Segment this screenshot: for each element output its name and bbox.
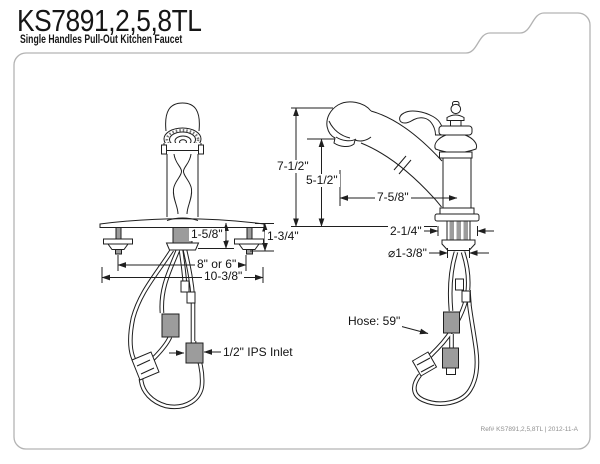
mounting-stud-right (234, 227, 264, 255)
dim-spout-height: 5-1/2" (304, 173, 340, 187)
body-column (442, 158, 472, 208)
dim-hole-spacing: 8" or 6" (195, 257, 239, 271)
hose-clip (180, 280, 190, 293)
page-title: KS7891,2,5,8TL (17, 3, 202, 38)
base-flange (439, 207, 475, 215)
side-view-drawing (326, 101, 480, 406)
hose-weight (411, 351, 438, 377)
dim-spout-reach: 7-5/8" (375, 190, 411, 204)
lock-nut (441, 239, 476, 251)
dim-stud-height: 1-3/4" (265, 229, 301, 243)
cap-disc (438, 125, 473, 136)
supply-connector (185, 342, 204, 364)
bell (434, 134, 478, 154)
spout-arm (370, 110, 443, 162)
supply-connector (161, 313, 180, 338)
dim-shank-diameter: ⌀1-3/8" (386, 246, 429, 260)
spray-wand (326, 101, 372, 147)
handle-lever (399, 110, 443, 136)
deck-plate (99, 218, 265, 228)
dim-deck-to-nut: 1-5/8" (189, 227, 225, 241)
dim-base-width: 2-1/4" (388, 224, 424, 238)
page-border (13, 12, 591, 450)
dim-overall-height: 7-1/2" (275, 159, 311, 173)
hose-clip (186, 291, 196, 304)
spray-head-dome (165, 102, 200, 132)
hose-clip (461, 290, 471, 303)
supply-connector (442, 347, 459, 369)
supply-connector (443, 311, 460, 334)
hose-clip (455, 278, 464, 291)
hose-weight (131, 351, 160, 381)
finial-ball (450, 103, 462, 115)
reference-number: Ref# KS7891,2,5,8TL | 2012-11-A (480, 426, 578, 433)
front-view-drawing (99, 102, 265, 410)
label-ips-inlet: 1/2" IPS Inlet (221, 345, 295, 359)
dim-plate-width: 10-3/8" (202, 269, 245, 283)
front-hoses (128, 248, 205, 410)
body-outline (166, 154, 199, 217)
side-hoses (411, 251, 480, 406)
label-hose-length: Hose: 59" (346, 314, 403, 328)
mounting-stud-left (103, 227, 133, 255)
lock-nut (165, 242, 200, 251)
page-subtitle: Single Handles Pull-Out Kitchen Faucet (20, 32, 183, 46)
